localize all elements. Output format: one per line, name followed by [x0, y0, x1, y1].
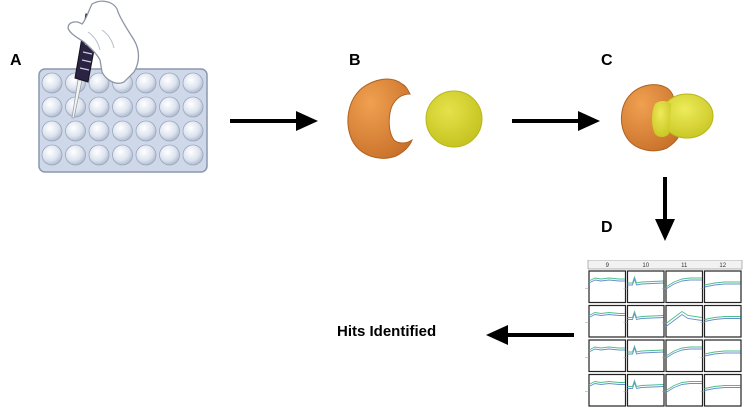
gloved-hand-pipette-icon [67, 0, 140, 119]
grid-column-header: 10 [642, 263, 649, 269]
grid-cell [703, 304, 742, 338]
plate-well [182, 72, 204, 94]
hits-identified-label: Hits Identified [337, 323, 437, 340]
grid-trace-blue [665, 279, 702, 290]
grid-trace-blue [665, 313, 703, 327]
grid-trace-green [588, 312, 625, 316]
arrow-icon [512, 111, 600, 131]
plate-well [159, 96, 180, 118]
plate-well [41, 144, 63, 166]
protein-ligand-complex-icon [621, 84, 714, 152]
plate-well [135, 120, 157, 142]
plate-well [159, 120, 180, 142]
grid-cell [665, 339, 704, 373]
panel-label-a: A [10, 52, 22, 69]
plate-well [41, 120, 63, 142]
arrow-icon [486, 325, 574, 345]
grid-cell [588, 339, 627, 373]
grid-trace-blue [627, 381, 664, 390]
grid-trace-blue [665, 383, 702, 393]
plate-well [88, 144, 110, 166]
grid-cell [626, 373, 665, 407]
arrow-icon [230, 111, 318, 131]
grid-trace-blue [588, 279, 625, 284]
grid-trace-blue [704, 283, 741, 288]
grid-column-header: 12 [719, 263, 726, 269]
protein-icon [347, 78, 413, 159]
plate-well [112, 120, 133, 142]
grid-trace-green [627, 310, 664, 319]
plate-well [182, 144, 204, 166]
plate-well [112, 96, 133, 118]
grid-trace-green [704, 350, 741, 355]
grid-cell [588, 373, 627, 407]
grid-cell [588, 270, 627, 304]
grid-cell [626, 304, 665, 338]
ligand-icon [425, 90, 483, 148]
grid-trace-green [665, 346, 702, 357]
grid-trace-green [627, 379, 664, 388]
grid-trace-green [627, 275, 664, 284]
grid-cell [626, 339, 665, 373]
grid-cell [665, 270, 704, 304]
panel-label-c: C [601, 52, 613, 69]
grid-trace-blue [627, 312, 664, 321]
plate-well [159, 144, 180, 166]
grid-trace-green [704, 281, 741, 286]
plate-well [88, 120, 110, 142]
grid-cell [588, 304, 627, 338]
grid-trace-blue [704, 387, 741, 391]
grid-trace-green [588, 346, 625, 351]
grid-header-bar [587, 259, 743, 270]
plate-well [159, 72, 180, 94]
arrow-icon [655, 177, 675, 241]
grid-trace-green [627, 344, 664, 353]
grid-trace-green [665, 310, 703, 324]
grid-cell [626, 270, 665, 304]
grid-trace-blue [588, 348, 625, 353]
grid-trace-blue [704, 318, 741, 322]
grid-trace-blue [627, 346, 664, 355]
plate-well [88, 72, 110, 94]
panel-label-d: D [601, 219, 613, 236]
plate-well [65, 144, 86, 166]
plate-well [135, 144, 157, 166]
grid-trace-green [704, 316, 741, 320]
grid-trace-blue [588, 383, 625, 387]
assay-trace-grid: 9 10 11 12 [582, 259, 750, 407]
grid-trace-blue [588, 314, 625, 318]
grid-trace-green [588, 277, 625, 282]
grid-cell [665, 304, 704, 338]
grid-trace-green [704, 385, 741, 389]
plate-well [65, 120, 86, 142]
grid-column-header: 11 [681, 263, 688, 269]
grid-cell [703, 373, 742, 407]
grid-column-header: 9 [606, 263, 610, 269]
plate-well [182, 96, 204, 118]
assay-trace-grid-svg: 9 10 11 12 [585, 259, 743, 407]
grid-trace-green [588, 381, 625, 385]
panel-label-b: B [349, 52, 361, 69]
plate-well [135, 72, 157, 94]
plate-well [135, 96, 157, 118]
grid-trace-blue [627, 277, 664, 286]
plate-well [41, 72, 63, 94]
grid-cell [703, 270, 742, 304]
plate-well [112, 144, 133, 166]
grid-cell [665, 373, 704, 407]
grid-trace-green [665, 381, 702, 391]
plate-well [41, 96, 63, 118]
grid-trace-blue [665, 348, 702, 359]
plate-well [182, 120, 204, 142]
plate-well [88, 96, 110, 118]
grid-cell [703, 339, 742, 373]
grid-trace-blue [704, 352, 741, 357]
grid-trace-green [665, 277, 702, 288]
